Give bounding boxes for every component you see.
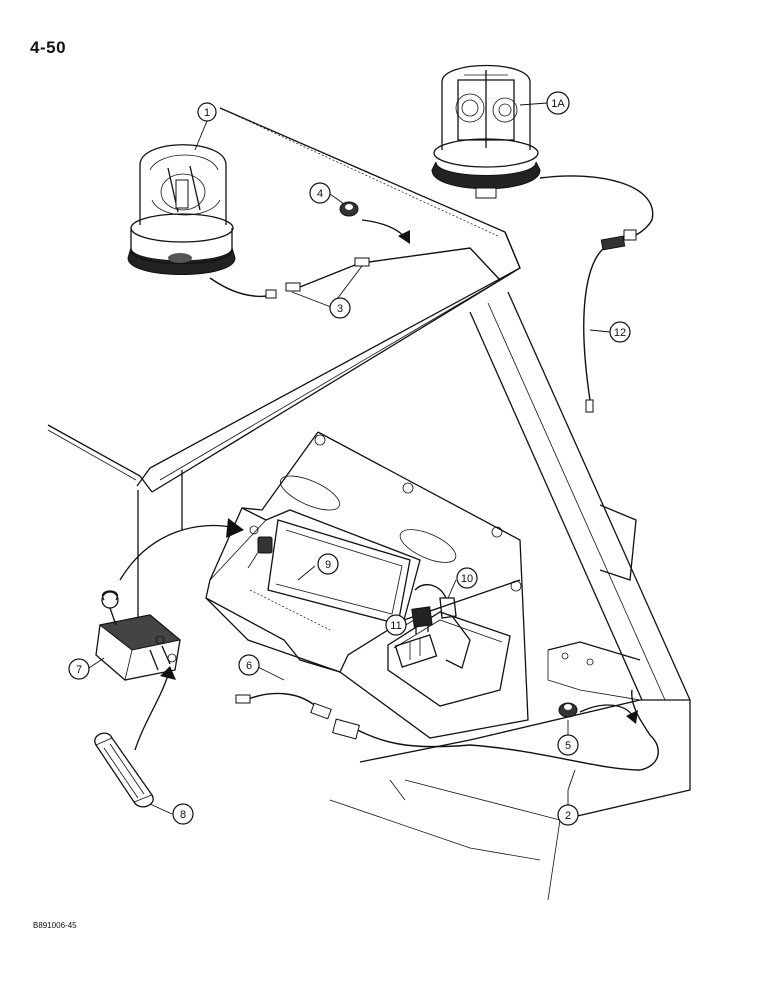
svg-text:10: 10 <box>461 573 473 585</box>
relay-socket <box>414 584 457 619</box>
callout-4: 4 <box>309 182 331 204</box>
cab-roof <box>47 107 521 493</box>
callout-11: 11 <box>385 614 407 636</box>
svg-text:3: 3 <box>337 303 343 315</box>
svg-text:2: 2 <box>565 810 571 822</box>
svg-text:11: 11 <box>390 620 401 632</box>
callout-12: 12 <box>609 321 631 343</box>
wiring <box>209 175 659 771</box>
svg-text:7: 7 <box>76 664 82 676</box>
switch-console <box>205 431 529 739</box>
svg-text:4: 4 <box>317 188 323 200</box>
callout-1a: 1A <box>546 91 570 115</box>
callout-9: 9 <box>317 553 339 575</box>
callout-3: 3 <box>329 297 351 319</box>
console-switch <box>249 525 273 554</box>
relay-bracket <box>387 611 511 707</box>
svg-text:8: 8 <box>180 809 186 821</box>
callout-7: 7 <box>68 658 90 680</box>
callout-5: 5 <box>557 734 579 756</box>
arrows <box>119 219 638 751</box>
cab-post <box>469 291 691 701</box>
svg-text:6: 6 <box>246 660 252 672</box>
grommet-4 <box>339 201 359 217</box>
page-number: 4-50 <box>30 38 67 57</box>
svg-text:12: 12 <box>614 327 626 339</box>
left-post <box>137 470 183 640</box>
svg-text:1: 1 <box>204 107 210 119</box>
callout-6: 6 <box>238 654 260 676</box>
svg-text:1A: 1A <box>551 98 565 110</box>
callout-2: 2 <box>557 804 579 826</box>
grommet-5 <box>558 702 578 718</box>
callout-8: 8 <box>172 803 194 825</box>
svg-text:5: 5 <box>565 740 571 752</box>
beacon-1 <box>127 144 236 275</box>
drawing-id: B891006-45 <box>33 921 77 930</box>
toggle-switch <box>95 590 182 681</box>
beacon-1a <box>431 64 541 199</box>
relay <box>411 606 433 634</box>
switch-opening <box>267 519 411 625</box>
svg-text:9: 9 <box>325 559 331 571</box>
fender <box>329 641 691 901</box>
callout-1: 1 <box>197 102 217 122</box>
fuse <box>94 732 154 808</box>
callout-10: 10 <box>456 567 478 589</box>
